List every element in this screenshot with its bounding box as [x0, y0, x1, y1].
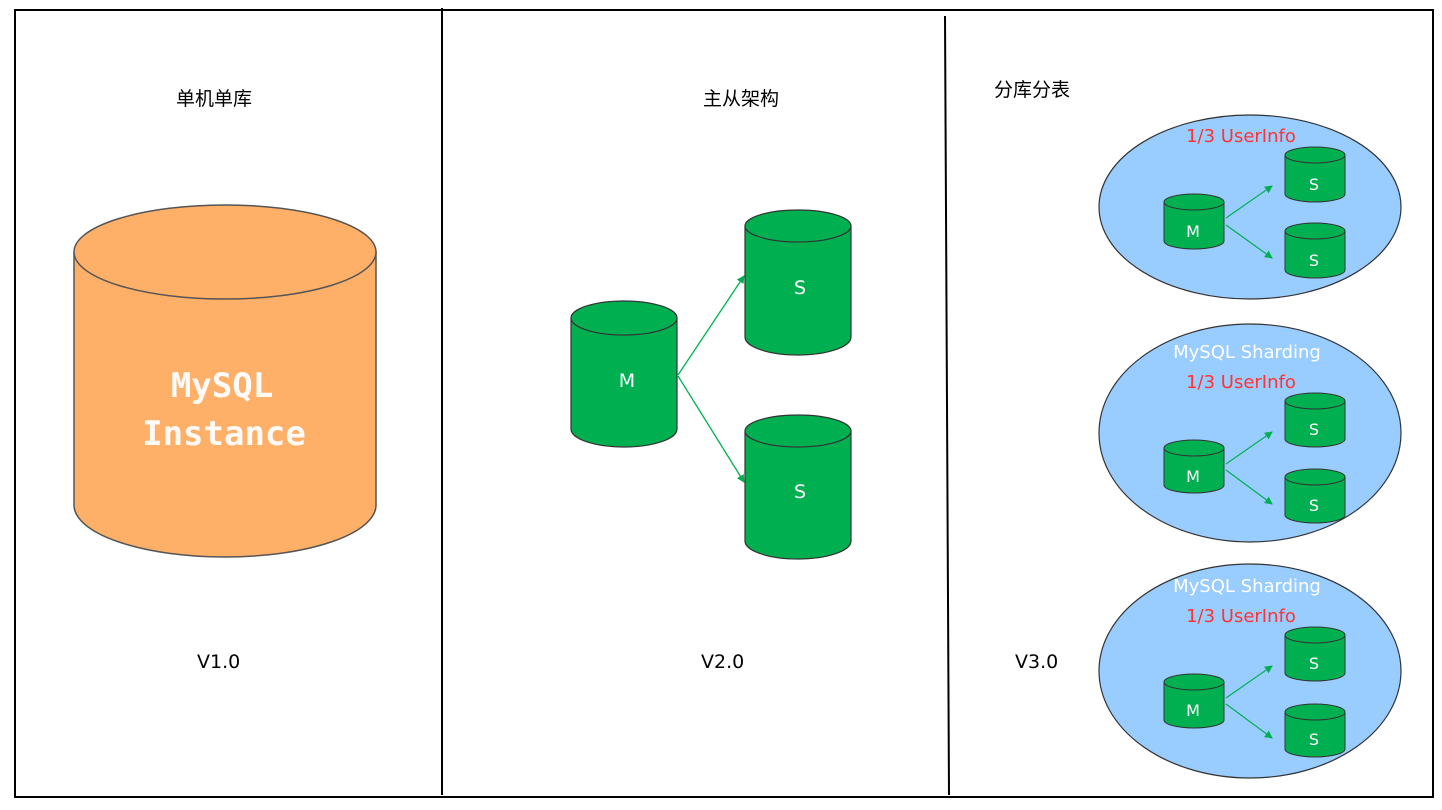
- slave-label-1: S: [794, 277, 806, 299]
- shard-cluster-1: MySQL Sharding 1/3 UserInfo M S S: [1098, 96, 1402, 300]
- panel-title-v2: 主从架构: [703, 88, 780, 110]
- shard-3-slave-db-icon-a: S: [1284, 626, 1346, 682]
- shard-1-master-db-icon: M: [1163, 193, 1225, 250]
- instance-label-line1: MySQL: [171, 366, 273, 406]
- shard-1-slave-label-a: S: [1309, 175, 1319, 194]
- slave-label-2: S: [794, 481, 806, 503]
- shard-2-arrow-a: [1225, 431, 1273, 465]
- version-label-v3: V3.0: [1015, 651, 1059, 673]
- shard-1-arrow-b: [1225, 224, 1273, 259]
- panel-title-v1: 单机单库: [176, 88, 253, 110]
- shard-cluster-3: MySQL Sharding 1/3 UserInfo M S S: [1098, 563, 1402, 779]
- master-label: M: [619, 370, 635, 392]
- shard-1-arrow-a: [1225, 185, 1273, 219]
- shard-2-slave-label-a: S: [1309, 420, 1319, 439]
- shard-3-arrow-a: [1225, 665, 1273, 699]
- shard-3-slave-label-a: S: [1309, 654, 1319, 673]
- slave-db-icon-2: S: [744, 414, 852, 560]
- replication-arrow-1: [677, 275, 745, 376]
- shard-subtitle-1: 1/3 UserInfo: [1186, 126, 1296, 147]
- shard-1-slave-db-icon-b: S: [1284, 222, 1346, 279]
- shard-title-1: MySQL Sharding: [1173, 96, 1321, 117]
- panel-title-v3: 分库分表: [994, 79, 1071, 101]
- shard-1-slave-db-icon-a: S: [1284, 146, 1346, 203]
- v2-master-slave: M S S: [570, 209, 852, 560]
- outer-border: [14, 9, 1434, 798]
- shard-subtitle-2: 1/3 UserInfo: [1186, 372, 1296, 393]
- shard-3-slave-db-icon-b: S: [1284, 703, 1346, 758]
- shard-2-arrow-b: [1225, 469, 1273, 505]
- shard-title-2: MySQL Sharding: [1173, 342, 1321, 363]
- shard-3-master-label: M: [1186, 701, 1200, 720]
- instance-label-line2: Instance: [142, 414, 306, 454]
- shard-2-slave-db-icon-a: S: [1284, 392, 1346, 448]
- version-label-v1: V1.0: [197, 651, 241, 673]
- shard-1-master-label: M: [1186, 222, 1200, 241]
- shard-3-slave-label-b: S: [1309, 730, 1319, 749]
- mysql-instance-cylinder: MySQL Instance: [73, 204, 377, 558]
- shard-title-3: MySQL Sharding: [1173, 576, 1321, 597]
- shard-2-master-label: M: [1186, 467, 1200, 486]
- shard-2-slave-db-icon-b: S: [1284, 468, 1346, 524]
- shard-2-master-db-icon: M: [1163, 439, 1225, 494]
- shard-2-slave-label-b: S: [1309, 496, 1319, 515]
- master-db-icon: M: [570, 300, 678, 448]
- shard-subtitle-3: 1/3 UserInfo: [1186, 606, 1296, 627]
- version-label-v2: V2.0: [701, 651, 745, 673]
- shard-1-slave-label-b: S: [1309, 251, 1319, 270]
- replication-arrow-2: [677, 375, 745, 483]
- divider-2: [944, 15, 950, 796]
- shard-cluster-2: MySQL Sharding 1/3 UserInfo M S S: [1098, 323, 1402, 543]
- slave-db-icon-1: S: [744, 209, 852, 356]
- shard-3-master-db-icon: M: [1163, 673, 1225, 729]
- shard-3-arrow-b: [1225, 703, 1273, 739]
